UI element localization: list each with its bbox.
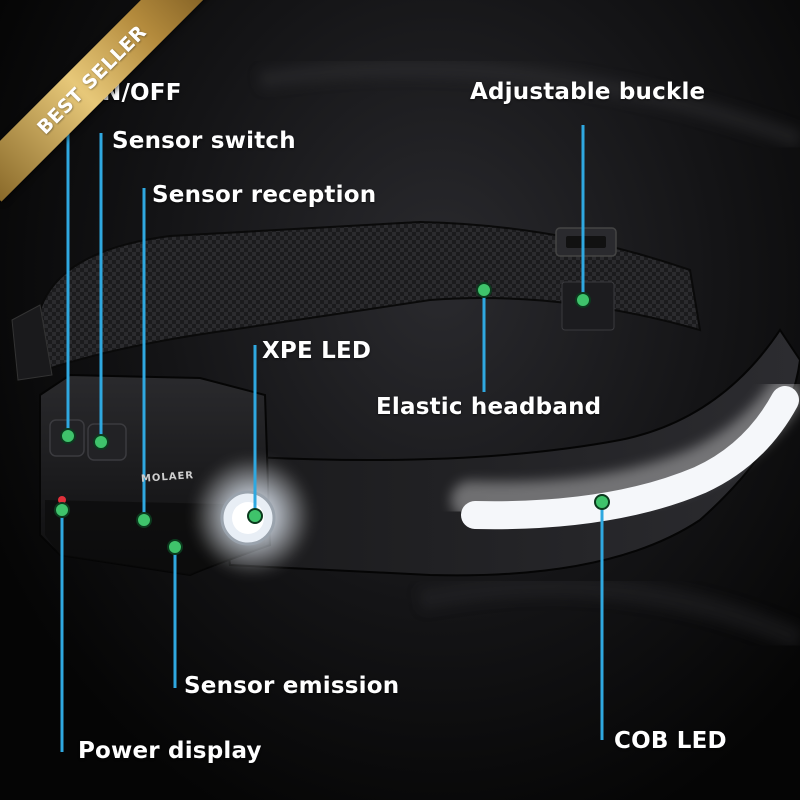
- label-sensor-switch: Sensor switch: [112, 128, 296, 154]
- best-seller-text: BEST SELLER: [33, 21, 151, 139]
- power-indicator-dot: [58, 496, 66, 504]
- label-xpe-led: XPE LED: [262, 338, 372, 364]
- elastic-headband: [11, 220, 702, 381]
- callout-lines: [60, 110, 604, 752]
- best-seller-badge: BEST SELLER: [0, 0, 220, 220]
- label-cob-led: COB LED: [614, 728, 727, 754]
- label-adjustable-buckle: Adjustable buckle: [470, 79, 706, 105]
- label-sensor-emission: Sensor emission: [184, 673, 400, 699]
- label-power-display: Power display: [78, 738, 262, 764]
- callout-dots: [54, 282, 610, 555]
- cob-led-strip: [461, 386, 799, 530]
- front-band: [213, 328, 800, 577]
- label-sensor-reception: Sensor reception: [152, 182, 377, 208]
- label-elastic-headband: Elastic headband: [376, 394, 602, 420]
